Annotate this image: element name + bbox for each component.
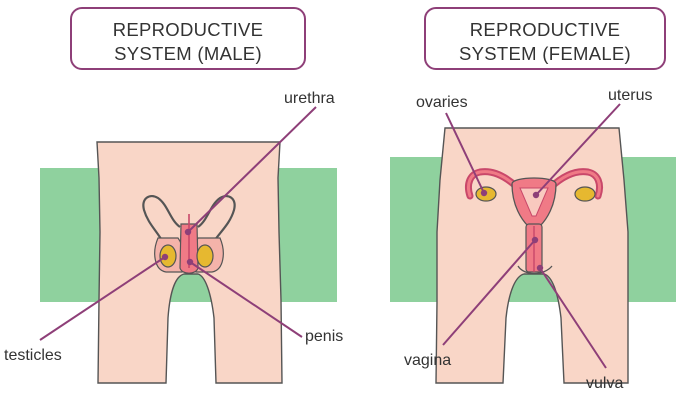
penis-leader [189,261,303,338]
vulva-dot [536,264,544,272]
female-vulva-shape [517,265,553,275]
female-ovary-right [574,186,596,202]
urethra-dot [184,228,192,236]
female-title-line-2: SYSTEM (FEMALE) [458,43,632,64]
label-testicles: testicles [4,347,62,364]
label-uterus: uterus [608,87,652,104]
female-label-lines [442,103,621,369]
male-vas-deferens-left [142,194,181,245]
male-title-box: REPRODUCTIVE SYSTEM (MALE) [70,7,306,70]
urethra-leader [187,106,317,233]
label-urethra: urethra [284,90,335,107]
female-uterus-cavity [519,187,549,217]
female-figure [390,127,676,384]
penis-dot [186,258,194,266]
female-title-line-1: REPRODUCTIVE [469,19,621,40]
uterus-dot [532,191,540,199]
female-fallopian-tube-left-inner [466,170,519,198]
vagina-leader [442,239,536,346]
male-label-lines [39,106,317,341]
vagina-dot [531,236,539,244]
male-title-line-1: REPRODUCTIVE [112,19,264,40]
testicles-leader [39,256,166,341]
label-ovaries: ovaries [416,94,468,111]
male-testicle-right [196,244,214,268]
ovaries-leader [445,112,485,194]
ovaries-dot [480,189,488,197]
female-title-box: REPRODUCTIVE SYSTEM (FEMALE) [424,7,666,70]
label-vulva: vulva [586,375,623,392]
female-fallopian-tube-right-inner [549,170,602,198]
label-vagina: vagina [404,352,451,369]
male-title-line-2: SYSTEM (MALE) [114,43,262,64]
label-penis: penis [305,328,343,345]
uterus-leader [535,103,621,196]
testicles-dot [161,253,169,261]
male-figure [40,141,337,384]
vulva-leader [539,267,607,369]
